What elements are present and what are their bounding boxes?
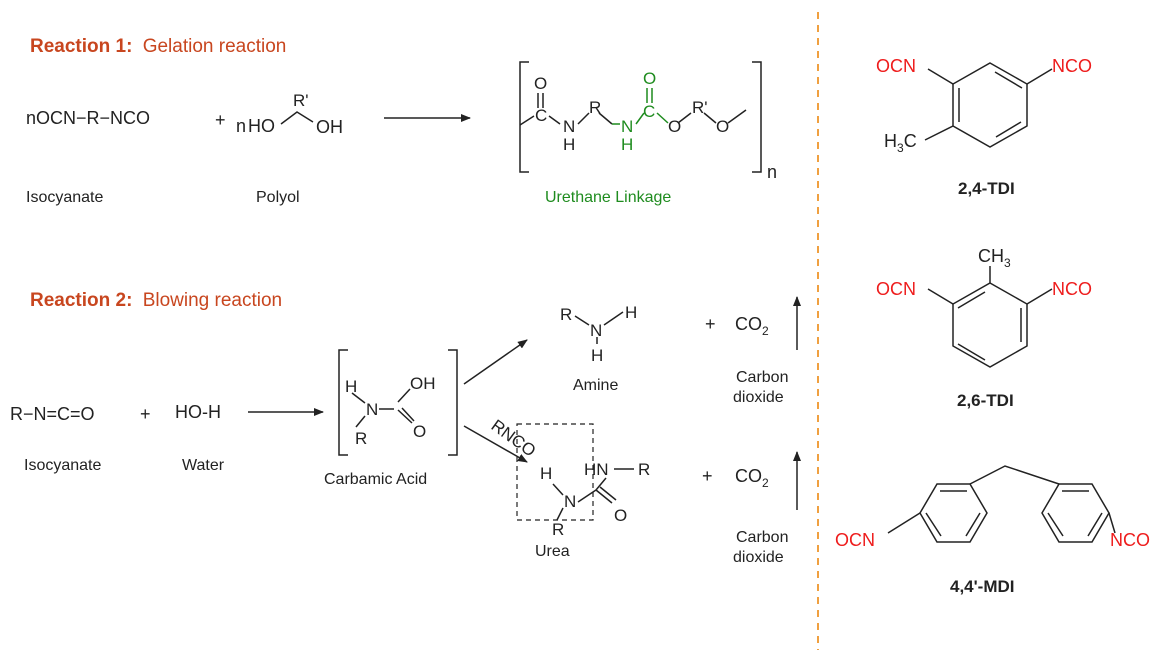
polyol-bond xyxy=(280,111,314,125)
tdi26-left-group: OCN xyxy=(876,279,916,299)
carbon-label-1: Carbon xyxy=(736,369,788,386)
carbamic-right-bracket xyxy=(448,349,458,456)
urea-bonds xyxy=(552,468,634,521)
c2-n: N xyxy=(621,117,633,136)
label-carbamic-acid: Carbamic Acid xyxy=(324,471,427,488)
carbonyl2-bond xyxy=(646,88,653,103)
c1-o: O xyxy=(534,74,547,93)
dioxide-label-1: dioxide xyxy=(733,389,784,406)
urea-o: O xyxy=(614,506,627,525)
tdi24-methyl: H3C xyxy=(884,131,917,155)
repeat-n: n xyxy=(767,162,777,182)
tdi24-name: 2,4-TDI xyxy=(958,179,1015,198)
mdi-bridge-bonds xyxy=(887,465,1116,534)
co2-2: CO2 xyxy=(735,466,769,490)
c2-c: C xyxy=(643,102,655,121)
label-amine: Amine xyxy=(573,377,618,394)
chain-o2: O xyxy=(716,117,729,136)
reaction2-header: Reaction 2: Blowing reaction xyxy=(30,290,282,311)
mdi-right-group: NCO xyxy=(1110,530,1150,550)
amine-h-bottom: H xyxy=(591,346,603,365)
tdi24-ring xyxy=(952,62,1028,148)
r2-isocyanate-formula: R−N=C=O xyxy=(10,404,95,424)
co2-1: CO2 xyxy=(735,314,769,338)
tdi26-right-group: NCO xyxy=(1052,279,1092,299)
mdi-name: 4,4'-MDI xyxy=(950,577,1015,596)
urethane-chain-end xyxy=(677,109,747,124)
mdi-ring-left xyxy=(919,483,988,543)
structure-44-mdi: OCN NCO 4,4'-MDI xyxy=(835,465,1150,596)
amine-r: R xyxy=(560,305,572,324)
chain-rprime: R' xyxy=(692,98,708,117)
structure-24-tdi: OCN NCO H3C 2,4-TDI xyxy=(876,56,1092,198)
polyol-n: n xyxy=(236,116,246,136)
r1-left-bracket xyxy=(519,61,529,173)
c1-c: C xyxy=(535,106,547,125)
amine-n: N xyxy=(590,321,602,340)
carbamic-o: O xyxy=(413,422,426,441)
dioxide-label-2: dioxide xyxy=(733,549,784,566)
label-urethane-linkage: Urethane Linkage xyxy=(545,189,671,206)
c2-h: H xyxy=(621,135,633,154)
amine-h-right: H xyxy=(625,303,637,322)
tdi24-right-group: NCO xyxy=(1052,56,1092,76)
carbonyl1-bond xyxy=(537,93,544,108)
label-water: Water xyxy=(182,457,225,474)
co2-plus-1: + xyxy=(705,314,716,334)
r2-plus: + xyxy=(140,404,151,424)
tdi26-methyl: CH3 xyxy=(978,246,1011,270)
label-isocyanate-2: Isocyanate xyxy=(24,457,101,474)
chain-o1: O xyxy=(668,117,681,136)
c1-n: N xyxy=(563,117,575,136)
r1-plus: + xyxy=(215,110,226,130)
arrow-to-urea xyxy=(463,425,528,463)
c1-h: H xyxy=(563,135,575,154)
carbamic-h: H xyxy=(345,377,357,396)
tdi24-left-group: OCN xyxy=(876,56,916,76)
urethane-chain-green xyxy=(612,112,669,125)
structure-26-tdi: CH3 OCN NCO 2,6-TDI xyxy=(876,246,1092,410)
polyol-rprime: R' xyxy=(293,91,309,110)
urea-dashed-box xyxy=(516,423,594,521)
carbamic-bonds xyxy=(351,388,415,428)
urethane-chain-black xyxy=(519,112,613,126)
tdi26-ring xyxy=(952,282,1028,368)
label-urea: Urea xyxy=(535,543,570,560)
c2-o: O xyxy=(643,69,656,88)
mdi-ring-right xyxy=(1041,483,1110,543)
carbamic-r: R xyxy=(355,429,367,448)
r1-right-bracket xyxy=(752,61,762,173)
r1-isocyanate-formula: nOCN−R−NCO xyxy=(26,108,150,128)
label-isocyanate-1: Isocyanate xyxy=(26,189,103,206)
urea-r-left: R xyxy=(552,520,564,539)
carbamic-left-bracket xyxy=(338,349,348,456)
tdi26-name: 2,6-TDI xyxy=(957,391,1014,410)
tdi26-substituent-bonds xyxy=(927,266,1053,305)
amine-bonds xyxy=(574,311,624,344)
reaction1-header: Reaction 1: Gelation reaction xyxy=(30,36,286,57)
urea-n: N xyxy=(564,492,576,511)
carbon-label-2: Carbon xyxy=(736,529,788,546)
label-polyol: Polyol xyxy=(256,189,300,206)
urea-hn: HN xyxy=(584,460,609,479)
arrow-to-amine xyxy=(463,339,528,385)
carbamic-oh: OH xyxy=(410,374,436,393)
co2-plus-2: + xyxy=(702,466,713,486)
polyol-ho: HO xyxy=(248,116,275,136)
tdi24-substituent-bonds xyxy=(924,68,1053,141)
mdi-left-group: OCN xyxy=(835,530,875,550)
water-formula: HO-H xyxy=(175,402,221,422)
chain-r: R xyxy=(589,98,601,117)
urea-h: H xyxy=(540,464,552,483)
urea-r-right: R xyxy=(638,460,650,479)
carbamic-n: N xyxy=(366,400,378,419)
polyol-oh: OH xyxy=(316,117,343,137)
